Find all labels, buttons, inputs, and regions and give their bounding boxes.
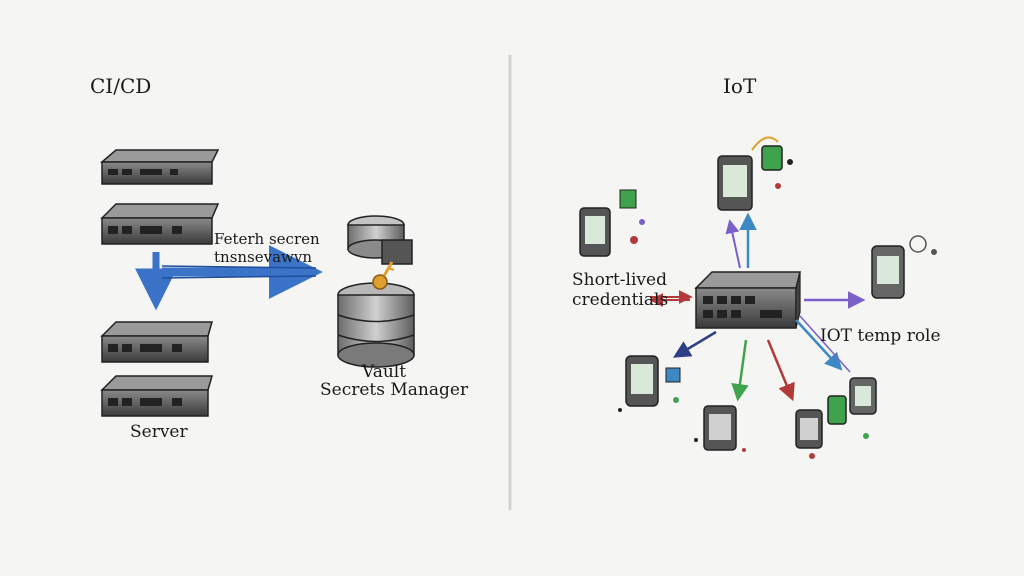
server-rack-icon <box>99 149 220 185</box>
short-lived-label-line1: Short-lived <box>572 270 667 290</box>
iot-device-icon <box>871 235 937 299</box>
fetch-secret-arrow <box>135 245 323 311</box>
iot-device-icon <box>579 189 645 257</box>
iot-device-icon <box>694 405 746 452</box>
key-icon <box>372 261 395 290</box>
iot-device-icon <box>717 136 793 211</box>
iot-temp-role-label: IOT temp role <box>820 326 941 346</box>
fetch-secret-label-line2: tnsnsevawvn <box>214 248 313 266</box>
vault-database-icon <box>337 215 415 368</box>
credential-arrows <box>649 212 866 402</box>
iot-device-icon <box>795 377 877 459</box>
server-rack-icon <box>100 321 213 363</box>
fetch-secret-label-line1: Feterh secren <box>214 230 320 248</box>
server-label: Server <box>130 422 188 442</box>
vault-label-line1: Vault <box>362 362 407 382</box>
iot-panel-title: IoT <box>723 74 757 98</box>
vault-label-line2: Secrets Manager <box>320 380 469 400</box>
server-rack-icon <box>100 203 220 245</box>
iot-device-icon <box>618 355 681 412</box>
gateway-hub-icon <box>694 271 801 329</box>
cicd-panel-title: CI/CD <box>90 74 152 98</box>
short-lived-label-line2: credentials <box>572 290 669 310</box>
server-rack-icon <box>100 375 213 417</box>
